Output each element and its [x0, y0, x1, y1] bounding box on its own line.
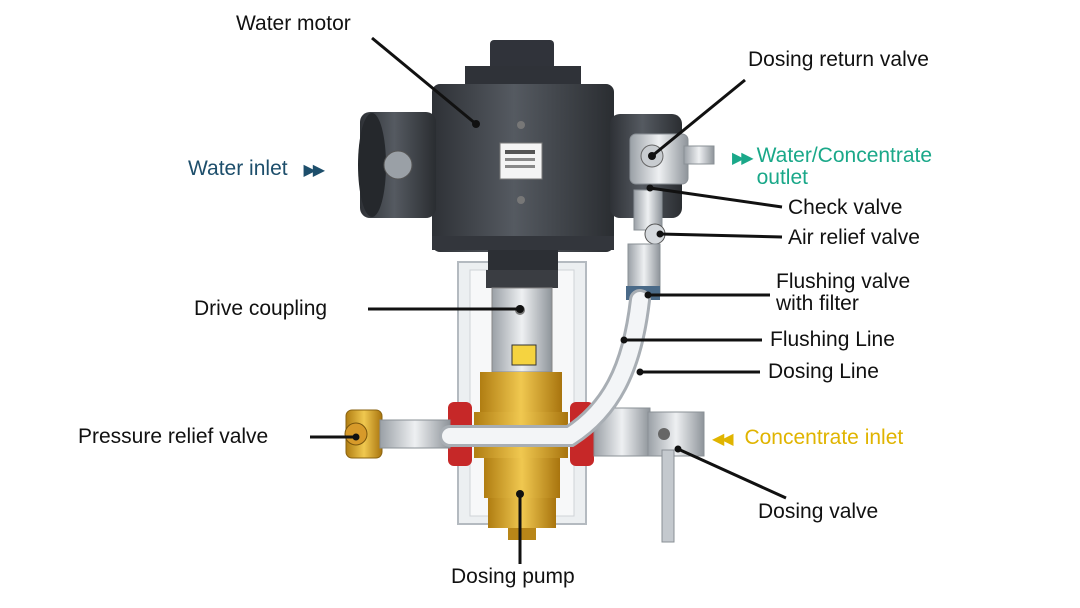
dot-air-relief-valve	[656, 230, 664, 238]
label-flushing-line: Flushing Line	[770, 328, 895, 351]
drive-coupling-part	[486, 270, 558, 373]
label-dosing-line: Dosing Line	[768, 360, 879, 383]
leader-air-relief-valve	[659, 232, 783, 239]
label-check-valve: Check valve	[788, 196, 903, 219]
label-dosing-pump: Dosing pump	[451, 565, 575, 588]
double-chevron-left-icon: ◀◀	[712, 431, 734, 448]
water-concentrate-outlet-text: Water/Concentrate outlet	[756, 144, 933, 189]
water-inlet-text: Water inlet	[188, 157, 288, 180]
dot-water-motor	[472, 120, 480, 128]
dot-pressure-relief-valve	[352, 433, 360, 441]
label-dosing-valve: Dosing valve	[758, 500, 879, 523]
leader-dosing-valve	[677, 447, 787, 500]
dot-flushing-line	[620, 336, 628, 344]
leader-endpoints	[352, 120, 682, 498]
leader-water-motor	[371, 36, 477, 126]
pressure-relief-valve-part	[344, 409, 451, 459]
concentrate-inlet-pipework	[593, 407, 705, 543]
dot-dosing-return-valve	[648, 152, 656, 160]
outlet-flange	[610, 114, 715, 218]
dot-flushing-valve	[644, 291, 652, 299]
label-water-concentrate-outlet: ▶▶ Water/Concentrate outlet	[732, 145, 977, 189]
leader-check-valve	[649, 186, 783, 209]
water-motor-body	[432, 40, 614, 270]
flushing-dosing-tube	[439, 289, 651, 447]
label-water-inlet: Water inlet ▶▶	[188, 157, 325, 182]
label-air-relief-valve: Air relief valve	[788, 226, 920, 249]
dot-check-valve	[646, 184, 654, 192]
label-flushing-valve-with-filter: Flushing valve with filter	[776, 270, 911, 315]
dot-dosing-line	[636, 368, 644, 376]
label-drive-coupling: Drive coupling	[194, 297, 328, 320]
double-chevron-right-icon: ▶▶	[303, 162, 325, 179]
water-inlet-flange	[358, 112, 436, 218]
leader-lines	[310, 36, 787, 564]
label-pressure-relief-valve: Pressure relief valve	[78, 425, 269, 448]
leader-dosing-return-valve	[651, 78, 746, 158]
label-water-motor: Water motor	[236, 12, 351, 35]
label-dosing-return-valve: Dosing return valve	[748, 48, 929, 71]
dot-drive-coupling	[516, 305, 524, 313]
label-concentrate-inlet: ◀◀ Concentrate inlet	[712, 427, 903, 451]
double-chevron-right-icon: ▶▶	[732, 150, 754, 167]
dot-dosing-valve	[674, 445, 682, 453]
concentrate-inlet-text: Concentrate inlet	[744, 426, 904, 449]
dot-dosing-pump	[516, 490, 524, 498]
